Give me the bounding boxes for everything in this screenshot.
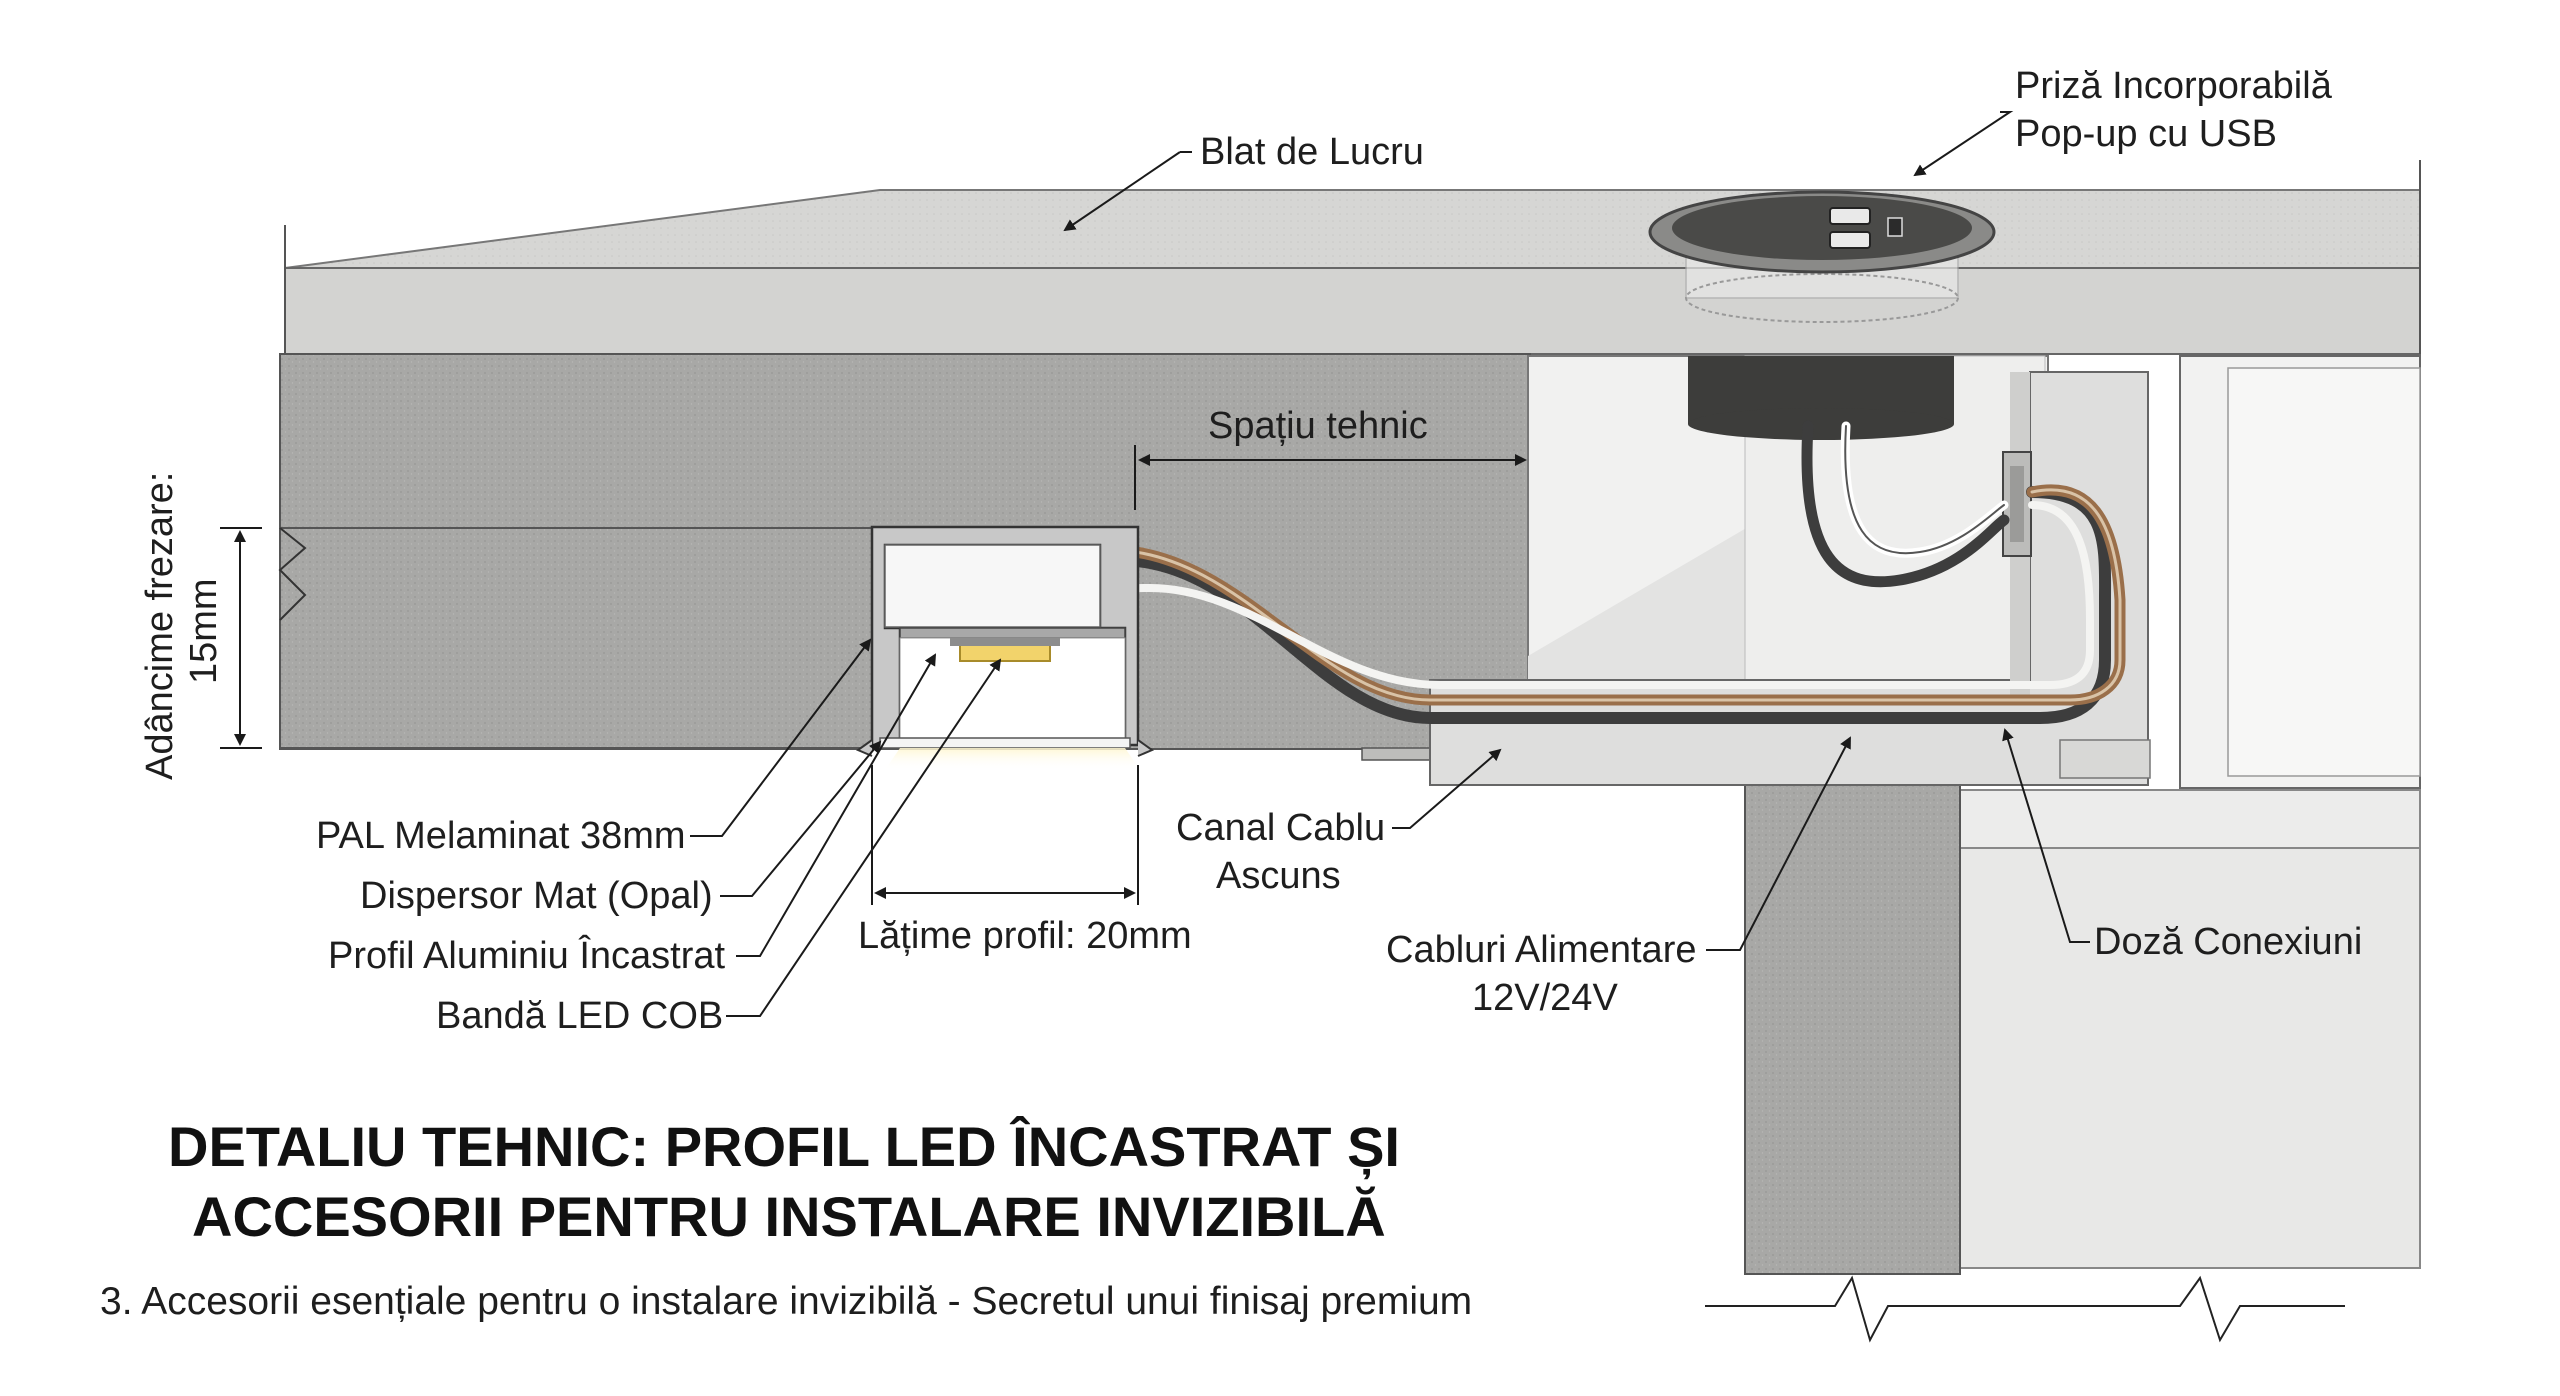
label-cable-channel-line1: Canal Cablu: [1176, 807, 1385, 849]
label-tech-space: Spațiu tehnic: [1208, 405, 1428, 447]
label-profile: Profil Aluminiu Încastrat: [328, 934, 725, 977]
label-socket-line2: Pop-up cu USB: [2015, 113, 2277, 155]
led-chip: [959, 644, 1051, 662]
label-diffuser: Dispersor Mat (Opal): [360, 875, 713, 917]
side-panel: [1361, 747, 1961, 1275]
label-milling-depth-line1: Adâncime frezare:: [139, 472, 181, 780]
label-led-strip: Bandă LED COB: [436, 995, 723, 1037]
label-worktop: Blat de Lucru: [1200, 131, 1424, 173]
title-line2: ACCESORII PENTRU INSTALARE INVIZIBILĂ: [192, 1185, 1386, 1248]
right-cabinet: [1959, 355, 2421, 1269]
popup-socket: [1648, 190, 1996, 440]
led-profile: [855, 525, 1155, 770]
leader-lines: [690, 111, 2090, 1017]
subtitle: 3. Accesorii esențiale pentru o instalar…: [100, 1280, 1472, 1323]
usb-port-2: [1829, 231, 1871, 249]
label-socket-line1: Priză Incorporabilă: [2015, 65, 2333, 107]
label-cable-channel-line2: Ascuns: [1216, 855, 1341, 897]
label-profile-width: Lățime profil: 20mm: [858, 915, 1192, 957]
worktop-front-edge: [284, 267, 2421, 355]
label-junction-box: Doză Conexiuni: [2094, 921, 2362, 963]
dimensions: [220, 445, 1527, 905]
title-line1: DETALIU TEHNIC: PROFIL LED ÎNCASTRAT ȘI: [168, 1115, 1400, 1179]
label-power-cables-line2: 12V/24V: [1472, 977, 1618, 1019]
label-milling-depth-line2: 15mm: [183, 578, 225, 684]
diffuser: [879, 737, 1131, 749]
label-power-cables-line1: Cabluri Alimentare: [1386, 929, 1696, 971]
usb-port-1: [1829, 207, 1871, 225]
worktop: [284, 160, 2421, 355]
label-pal: PAL Melaminat 38mm: [316, 815, 686, 857]
break-marks: [1705, 1275, 2345, 1343]
worktop-top-surface: [284, 189, 2421, 269]
